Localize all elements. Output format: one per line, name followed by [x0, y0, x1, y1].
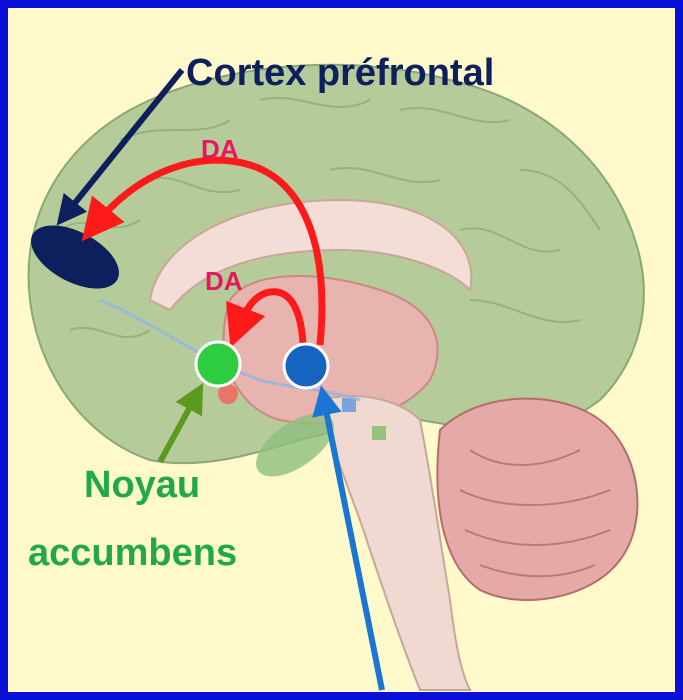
brain-illustration — [8, 8, 675, 692]
nucleus-accumbens-marker — [196, 342, 240, 386]
accumbens-label-line2: accumbens — [28, 532, 237, 575]
cerebellum — [437, 399, 637, 600]
cortex-label: Cortex préfrontal — [186, 52, 494, 95]
vta-marker — [284, 344, 328, 388]
accumbens-label-line1: Noyau — [84, 464, 200, 507]
green-spot — [372, 426, 386, 440]
da-label-lower: DA — [205, 266, 243, 297]
blue-spot — [342, 398, 356, 412]
da-label-upper: DA — [201, 134, 239, 165]
diagram-frame: Cortex préfrontal DA DA Noyau accumbens — [8, 8, 675, 692]
